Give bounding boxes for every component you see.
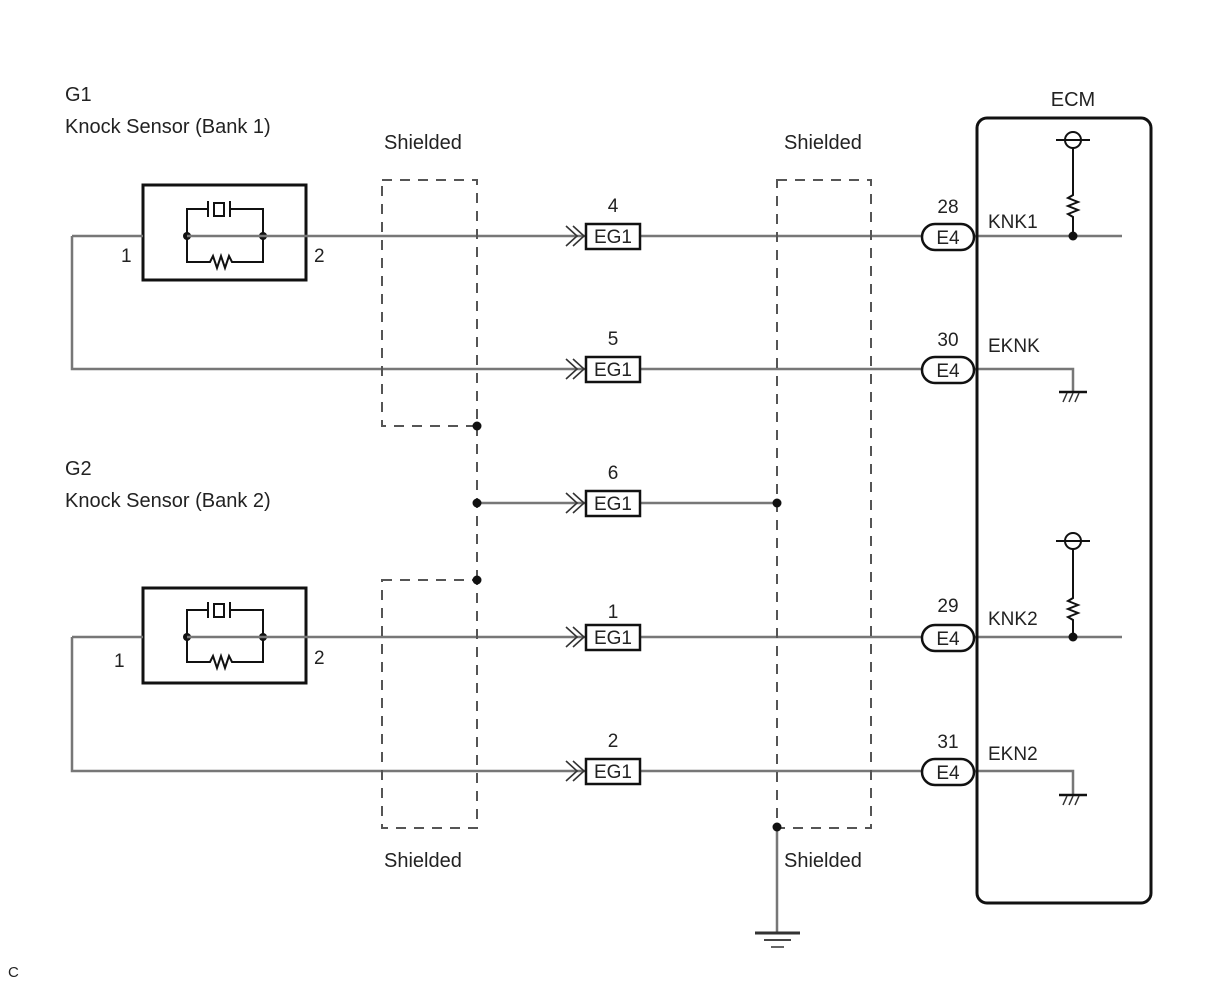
shields: Shielded Shielded Shielded Shielded: [381, 132, 872, 872]
wire-ekn2-ecm: [640, 769, 1075, 795]
sensor-g1-id: G1: [65, 84, 92, 106]
junction-dot: [472, 575, 482, 585]
shield-bottom-left: [381, 579, 478, 829]
wires: [70, 234, 1122, 933]
terminal-signal: EKNK: [988, 336, 1040, 357]
ecm-body: [975, 116, 1153, 905]
wire-eknk-sensor: [70, 236, 585, 371]
connector-eg1-pin2: EG1 2: [565, 731, 642, 786]
signal-ground-icon: [1059, 793, 1087, 806]
ecm-terminal-knk1: E4 28 KNK1: [920, 131, 1090, 252]
connector-pin-number: 2: [608, 731, 619, 752]
connector-pin-number: 6: [608, 463, 619, 484]
connector-pin-number: 4: [608, 196, 619, 217]
piezo-element-icon: [183, 602, 267, 672]
terminal-pin: 30: [937, 330, 958, 351]
connector-arrow-icon: [565, 626, 586, 648]
connector-eg1-pin5: EG1 5: [565, 329, 642, 384]
connector-arrow-icon: [565, 492, 586, 514]
pullup-resistor-icon: [1056, 131, 1090, 241]
wire-eknk-ecm: [640, 367, 1075, 392]
ecm-terminal-eknk: E4 30 EKNK: [920, 330, 1087, 403]
footer-code: C: [8, 964, 19, 981]
sensor-g2-id: G2: [65, 458, 92, 480]
shield-top-left: [381, 179, 478, 427]
terminal-pin: 29: [937, 596, 958, 617]
shield-label-bottom-left: Shielded: [384, 850, 462, 872]
junction-dot: [472, 421, 482, 431]
junction-dot: [772, 822, 782, 832]
signal-ground-icon: [1059, 390, 1087, 403]
connector-eg1-pin1: EG1 1: [565, 602, 642, 652]
sensor-g2: G2 Knock Sensor (Bank 2) 1 2: [65, 458, 325, 685]
connector-eg1-pin4: EG1 4: [565, 196, 642, 251]
shield-label-bottom-right: Shielded: [784, 850, 862, 872]
sensor-g2-pin-1: 1: [114, 651, 125, 672]
sensor-g2-body: [141, 586, 308, 685]
shield-label-top-right: Shielded: [784, 132, 862, 154]
chassis-ground-icon: [755, 931, 800, 948]
sensor-g1-name: Knock Sensor (Bank 1): [65, 116, 271, 138]
junction-dot: [472, 498, 482, 508]
connector-pin-number: 1: [608, 602, 619, 623]
terminal-connector: E4: [936, 228, 960, 249]
piezo-element-icon: [183, 201, 267, 272]
connector-name: EG1: [594, 762, 632, 783]
connector-eg1-pin6: EG1 6: [565, 463, 642, 518]
connector-name: EG1: [594, 360, 632, 381]
terminal-connector: E4: [936, 361, 960, 382]
shield-right: [776, 179, 872, 829]
pullup-resistor-icon: [1056, 532, 1090, 642]
connector-arrow-icon: [565, 358, 586, 380]
terminal-pin: 31: [937, 732, 958, 753]
connector-eg1-group: EG1 4 EG1 5 EG1 6 EG1 1 EG1 2: [565, 196, 642, 786]
sensor-g2-pin-2: 2: [314, 648, 325, 669]
sensor-g2-name: Knock Sensor (Bank 2): [65, 490, 271, 512]
ecm-unit: ECM E4 28 KNK1 E4 30 EKNK: [920, 89, 1153, 905]
terminal-signal: KNK1: [988, 212, 1038, 233]
connector-name: EG1: [594, 628, 632, 649]
connector-name: EG1: [594, 227, 632, 248]
sensor-g1: G1 Knock Sensor (Bank 1) 1 2: [65, 84, 325, 282]
sensor-g1-pin-1: 1: [121, 246, 132, 267]
ecm-terminal-ekn2: E4 31 EKN2: [920, 732, 1087, 806]
connector-arrow-icon: [565, 760, 586, 782]
junction-dot: [772, 498, 782, 508]
ecm-title: ECM: [1051, 89, 1095, 111]
connector-arrow-icon: [565, 225, 586, 247]
terminal-connector: E4: [936, 763, 960, 784]
sensor-g1-pin-2: 2: [314, 246, 325, 267]
terminal-signal: KNK2: [988, 609, 1038, 630]
sensor-g1-body: [141, 183, 308, 282]
ecm-terminal-knk2: E4 29 KNK2: [920, 532, 1090, 653]
connector-pin-number: 5: [608, 329, 619, 350]
shield-label-top-left: Shielded: [384, 132, 462, 154]
connector-name: EG1: [594, 494, 632, 515]
terminal-connector: E4: [936, 629, 960, 650]
wire-ekn2-sensor: [70, 637, 585, 773]
terminal-signal: EKN2: [988, 744, 1038, 765]
terminal-pin: 28: [937, 197, 958, 218]
